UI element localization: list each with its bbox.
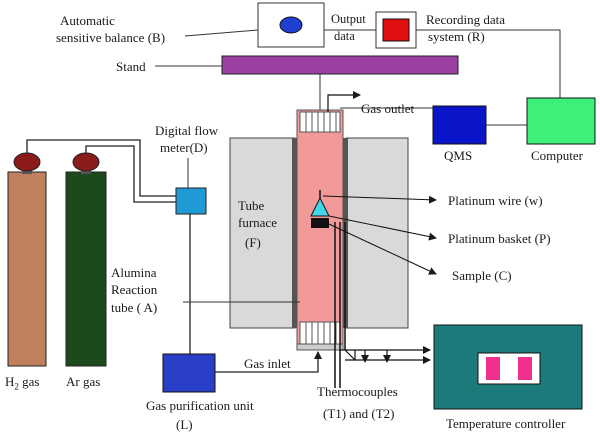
thermocouples-label-line2: (T1) and (T2) [323,406,395,421]
controller-window-left [486,357,500,380]
purification-label-code: (L) [176,417,193,432]
platinum-basket-label-text: Platinum basket [448,231,532,246]
gas-line-h2 [26,139,176,197]
platinum-basket-label: Platinum basket (P) [448,231,551,246]
output-label-line1: Output [331,12,366,26]
tube-furnace-label-code: (F) [245,235,261,250]
alumina-label-code: ( A) [136,300,158,315]
platinum-wire-label-code: (w) [524,193,543,208]
sample-label-code: (C) [494,268,512,283]
stand-bar [221,55,459,75]
temperature-controller-label: Temperature controller [446,416,566,431]
h2-cylinder [7,171,47,367]
recording-icon [382,18,410,42]
flow-meter-label-text: meter [160,140,190,155]
gas-outlet-label: Gas outlet [361,101,415,116]
recording-label-text: system [428,29,465,44]
purification-label-line1: Gas purification unit [146,398,254,413]
computer-label: Computer [531,148,583,163]
flow-meter-label-line2: meter(D) [160,140,208,155]
ar-gas-label: Ar gas [66,374,101,389]
gas-line-ar [85,145,176,203]
balance-label-line1: Automatic [60,13,115,28]
h2-gas-label: H2 gas [5,374,39,395]
platinum-wire-label: Platinum wire (w) [448,193,543,208]
furnace-left [229,137,296,329]
reaction-tube [296,109,344,351]
h2-valve [13,152,41,172]
gas-outlet-path [327,91,361,112]
alumina-label-text: tube [111,300,134,315]
controller-window-right [518,357,532,380]
gas-inlet-label: Gas inlet [244,356,291,371]
ar-valve [72,152,100,172]
qms-box [432,105,487,145]
balance-label-text: sensitive balance [56,30,145,45]
platinum-basket-shape [310,196,330,217]
balance-leader [184,29,259,37]
furnace-right [345,137,409,329]
recording-label-line2: system (R) [428,29,485,44]
tube-furnace-label-line2: furnace [238,215,277,230]
sample-leader [328,223,437,275]
balance-label-line2: sensitive balance (B) [56,30,165,45]
flow-meter-label-code: (D) [189,140,208,155]
platinum-wire-leader [322,195,437,204]
platinum-wire-label-text: Platinum wire [448,193,522,208]
alumina-label-line3: tube ( A) [111,300,157,315]
furnace-lining-left [292,138,297,328]
output-label-line2: data [334,29,355,43]
recording-label-line1: Recording data [426,12,506,27]
thermocouple-branch-1 [344,349,356,361]
sample-label: Sample (C) [452,268,512,283]
alumina-label-line2: Reaction [111,282,158,297]
h2-gas-label-suffix: gas [18,374,40,389]
stand-label: Stand [116,59,146,74]
thermocouples-label-line1: Thermocouples [317,384,398,399]
alumina-label-line1: Alumina [111,265,157,280]
computer-box [526,97,596,145]
balance-label-code: (B) [147,30,166,45]
purifier-to-tube [215,351,322,373]
qms-label: QMS [444,148,473,163]
recording-label-code: (R) [467,29,485,44]
sample-label-text: Sample [452,268,491,283]
cap-ribs [305,112,337,344]
platinum-basket-label-code: (P) [534,231,551,246]
tube-bottom-plate [296,343,344,351]
h2-gas-label-prefix: H [5,374,15,389]
platinum-basket-leader [328,215,437,241]
tube-furnace-label-line1: Tube [238,198,265,213]
sample-block [311,218,329,228]
h2-gas-label-sub: 2 [14,381,19,392]
purification-unit [162,353,216,393]
balance-icon [279,16,303,34]
recording-computer-link [416,29,561,98]
ar-cylinder [65,171,107,367]
flow-meter [175,187,207,215]
flow-meter-label-line1: Digital flow [155,123,219,138]
